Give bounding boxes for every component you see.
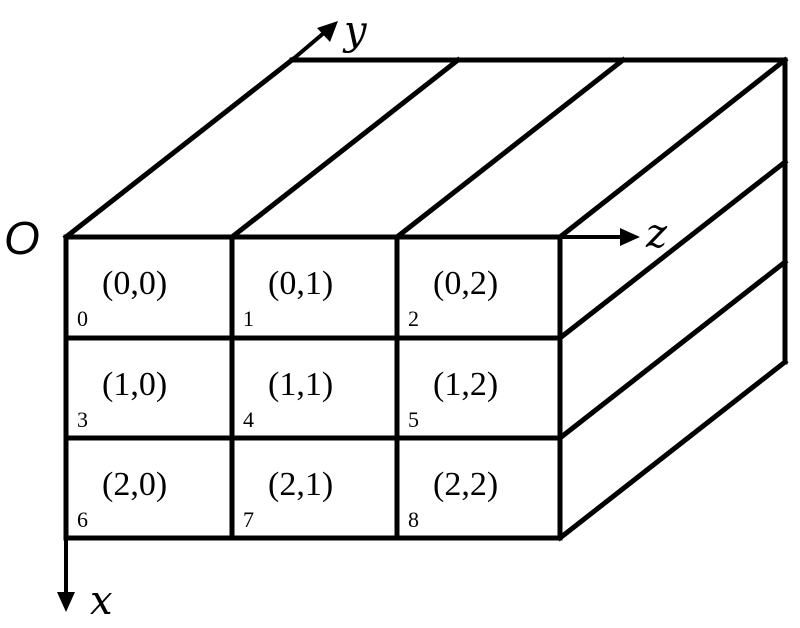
cell-coord-label: (1,0) — [102, 366, 167, 403]
cell-index-label: 8 — [408, 507, 419, 532]
front-face — [63, 234, 563, 541]
cell-coord-label: (0,0) — [102, 265, 167, 302]
front-face-border — [63, 234, 563, 541]
x-axis-label: x — [90, 578, 113, 624]
cell-coord-label: (1,2) — [433, 366, 498, 403]
top-face-divider-2 — [393, 56, 627, 241]
cell-index-label: 2 — [408, 306, 419, 331]
cell-index-label: 6 — [77, 507, 88, 532]
right-face — [556, 57, 789, 542]
y-axis-arrowhead — [317, 21, 338, 42]
top-face-right-edge — [556, 56, 789, 241]
cell-index-label: 5 — [408, 407, 419, 432]
cell-coord-label: (0,2) — [433, 265, 498, 302]
cell-index-label: 7 — [243, 507, 254, 532]
y-axis-line — [290, 30, 327, 62]
top-face-left-edge — [62, 56, 296, 241]
right-face-divider-1 — [556, 158, 789, 342]
cell-coord-label: (2,0) — [102, 466, 167, 503]
x-axis-arrowhead — [57, 592, 75, 612]
cell-coord-label: (0,1) — [268, 265, 333, 302]
cell-coord-label: (2,2) — [433, 466, 498, 503]
right-face-divider-2 — [556, 258, 789, 442]
z-axis-label: z — [645, 211, 668, 257]
right-face-bottom-edge — [556, 358, 789, 542]
cell-index-label: 0 — [77, 306, 88, 331]
y-axis-label: y — [342, 8, 368, 54]
top-face-divider-1 — [228, 56, 462, 241]
cell-coord-label: (1,1) — [268, 366, 333, 403]
z-axis-arrowhead — [620, 228, 640, 246]
top-face — [62, 56, 789, 241]
cell-labels: (0,0) 0 (0,1) 1 (0,2) 2 (1,0) 3 (1,1) 4 (1,2) 5 (2,0… — [77, 265, 498, 532]
cell-coord-label: (2,1) — [268, 466, 333, 503]
cell-index-label: 3 — [77, 407, 88, 432]
axes: O y z x — [4, 8, 668, 624]
origin-label: O — [4, 212, 40, 264]
cell-index-label: 1 — [243, 306, 254, 331]
cell-index-label: 4 — [243, 407, 254, 432]
